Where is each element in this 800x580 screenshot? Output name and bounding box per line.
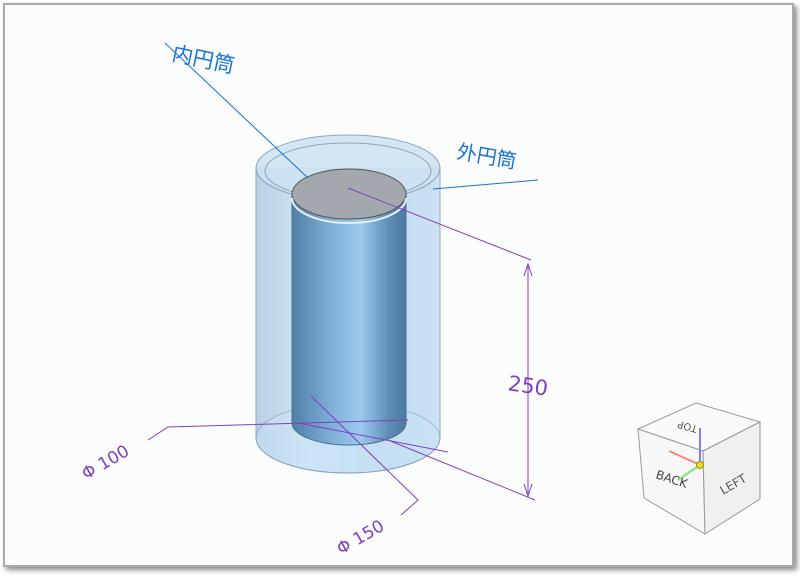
3d-viewport[interactable]: 内円筒 外円筒 250 Φ 100 Φ 150 TOP BACK LEFT [3, 3, 794, 567]
outer-diameter-dimension[interactable] [297, 395, 449, 516]
inner-cylinder[interactable] [291, 168, 407, 446]
model-canvas[interactable]: 内円筒 外円筒 250 Φ 100 Φ 150 TOP BACK LEFT [5, 5, 800, 580]
y-axis-icon [677, 464, 701, 481]
outer-cylinder-callout[interactable]: 外円筒 [432, 139, 539, 190]
inner-diameter-value: Φ 100 [79, 441, 133, 484]
view-cube[interactable]: TOP BACK LEFT [636, 402, 762, 535]
outer-diameter-value: Φ 150 [334, 516, 388, 559]
origin-icon [696, 461, 704, 469]
height-dimension[interactable] [347, 187, 536, 501]
outer-cylinder-label: 外円筒 [455, 139, 518, 173]
x-axis-icon [668, 450, 701, 466]
inner-cylinder-callout[interactable]: 内円筒 [164, 41, 309, 179]
view-cube-top[interactable]: TOP [677, 418, 700, 434]
inner-cylinder-label: 内円筒 [170, 41, 237, 78]
inner-diameter-dimension[interactable] [147, 419, 409, 441]
height-dimension-value: 250 [507, 371, 550, 400]
